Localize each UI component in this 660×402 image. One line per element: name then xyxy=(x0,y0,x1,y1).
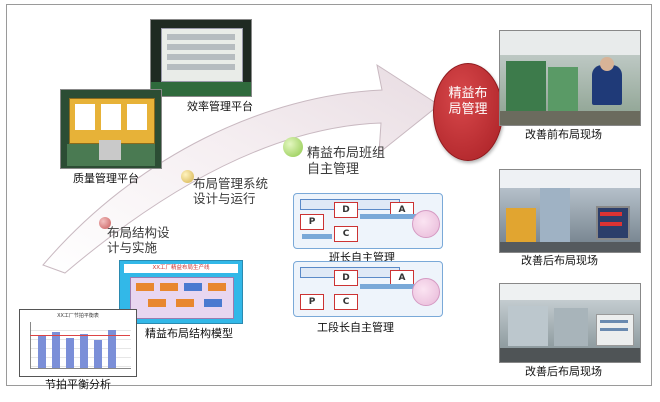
caption-rhythm: 节拍平衡分析 xyxy=(45,378,111,391)
model-panel-title: XX工厂精益布局生产线 xyxy=(124,264,238,273)
caption-efficiency: 效率管理平台 xyxy=(187,100,253,113)
step-2-label: 布局管理系统设计与运行 xyxy=(193,176,269,206)
step-1-ball-icon xyxy=(99,217,111,229)
step-1-label: 布局结构设计与实施 xyxy=(107,225,170,255)
before-layout-photo xyxy=(499,30,641,126)
step-3-label: 精益布局班组自主管理 xyxy=(307,146,386,177)
pdca-p: P xyxy=(300,214,324,230)
team-leader-pdca-panel: P D C A xyxy=(293,193,443,249)
caption-after-2: 改善后布局现场 xyxy=(525,365,602,378)
caption-before: 改善前布局现场 xyxy=(525,128,602,141)
caption-after-1: 改善后布局现场 xyxy=(521,254,598,267)
badge-icon xyxy=(412,210,440,238)
badge-icon xyxy=(412,278,440,306)
caption-model: 精益布局结构模型 xyxy=(145,327,233,340)
model-panel: XX工厂精益布局生产线 xyxy=(119,260,243,324)
after-layout-photo-1 xyxy=(499,169,641,253)
caption-quality: 质量管理平台 xyxy=(73,172,139,185)
pdca-p: P xyxy=(300,294,324,310)
pdca-d: D xyxy=(334,270,358,286)
pdca-d: D xyxy=(334,202,358,218)
efficiency-platform-photo xyxy=(150,19,252,97)
caption-section-leader: 工段长自主管理 xyxy=(317,321,394,334)
rhythm-chart-title: XX工厂节拍平衡表 xyxy=(57,313,99,319)
rhythm-chart-thumbnail: XX工厂节拍平衡表 xyxy=(19,309,137,377)
diagram-frame: 精益布局管理 效率管理平台 质量管理平台 布局结构设计与实施 布局管理系统设计与… xyxy=(6,4,652,391)
center-ellipse: 精益布局管理 xyxy=(433,63,503,161)
pdca-c: C xyxy=(334,226,358,242)
step-2-ball-icon xyxy=(181,170,194,183)
center-label: 精益布局管理 xyxy=(448,86,488,117)
after-layout-photo-2 xyxy=(499,283,641,363)
section-leader-pdca-panel: P D C A xyxy=(293,261,443,317)
caption-team-leader: 班长自主管理 xyxy=(329,251,395,264)
quality-platform-photo xyxy=(60,89,162,169)
step-3-ball-icon xyxy=(283,137,303,157)
pdca-c: C xyxy=(334,294,358,310)
